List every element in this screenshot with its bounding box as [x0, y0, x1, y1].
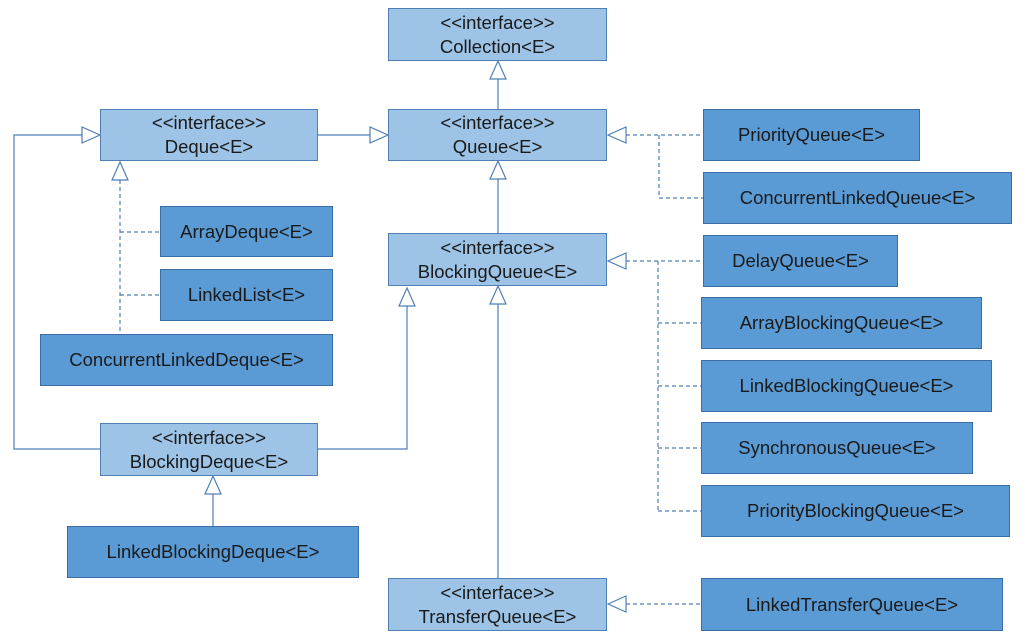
- concurrentlinkeddeque-label: ConcurrentLinkedDeque<E>: [69, 349, 304, 370]
- deque-interface-box[interactable]: <<interface>> Deque<E>: [100, 109, 318, 161]
- linkedblockingdeque-class-box[interactable]: LinkedBlockingDeque<E>: [67, 526, 359, 578]
- blockingqueue-name: BlockingQueue<E>: [417, 260, 578, 282]
- arrayblockingqueue-label: ArrayBlockingQueue<E>: [739, 312, 944, 333]
- blockingdeque-extends-blockingqueue: [318, 306, 408, 450]
- arrowhead-blockingqueue-left: [398, 286, 416, 307]
- priorityqueue-class-box[interactable]: PriorityQueue<E>: [703, 109, 920, 161]
- transferqueue-name: TransferQueue<E>: [418, 605, 577, 627]
- concurrentlinkeddeque-class-box[interactable]: ConcurrentLinkedDeque<E>: [40, 334, 333, 386]
- linkedblockingqueue-label: LinkedBlockingQueue<E>: [739, 375, 954, 396]
- linkedlist-label: LinkedList<E>: [187, 284, 306, 305]
- blockingdeque-extends-deque: [13, 134, 100, 450]
- priorityblockingqueue-label: PriorityBlockingQueue<E>: [747, 500, 964, 521]
- deque-name: Deque<E>: [164, 136, 254, 157]
- deque-stereotype: <<interface>>: [151, 112, 267, 133]
- linkedblockingdeque-label: LinkedBlockingDeque<E>: [106, 541, 320, 562]
- queue-stereotype: <<interface>>: [440, 112, 555, 133]
- concurrentlinkedqueue-class-box[interactable]: ConcurrentLinkedQueue<E>: [703, 172, 1012, 224]
- arrowhead-collection: [489, 59, 507, 80]
- queue-name: Queue<E>: [452, 136, 543, 157]
- arrowhead-blockingqueue-right: [606, 252, 627, 270]
- arraydeque-label: ArrayDeque<E>: [180, 220, 313, 242]
- linkedblockingqueue-class-box[interactable]: LinkedBlockingQueue<E>: [701, 360, 992, 412]
- arrowhead-blockingdeque: [204, 474, 222, 495]
- blockingdeque-stereotype: <<interface>>: [151, 426, 267, 448]
- arrowhead-deque-bottom: [111, 160, 129, 181]
- arraydeque-class-box[interactable]: ArrayDeque<E>: [160, 206, 333, 257]
- concurrentlinkedqueue-link: [658, 135, 703, 199]
- priorityblockingqueue-class-box[interactable]: PriorityBlockingQueue<E>: [701, 485, 1010, 537]
- synchronousqueue-label: SynchronousQueue<E>: [738, 437, 936, 458]
- arrowhead-queue-right: [606, 126, 627, 144]
- transferqueue-stereotype: <<interface>>: [440, 581, 555, 603]
- synchronousqueue-class-box[interactable]: SynchronousQueue<E>: [701, 422, 973, 474]
- blockingqueue-interface-box[interactable]: <<interface>> BlockingQueue<E>: [388, 233, 607, 286]
- arrowhead-blockingqueue-bottom: [489, 284, 507, 305]
- arrowhead-queue-bottom: [489, 159, 507, 180]
- arrowhead-deque-left: [81, 126, 102, 144]
- delayqueue-class-box[interactable]: DelayQueue<E>: [703, 235, 898, 287]
- concurrentlinkedqueue-label: ConcurrentLinkedQueue<E>: [739, 187, 976, 208]
- collection-stereotype: <<interface>>: [440, 11, 555, 33]
- arrayblockingqueue-class-box[interactable]: ArrayBlockingQueue<E>: [701, 297, 982, 349]
- delayqueue-label: DelayQueue<E>: [732, 250, 869, 271]
- transferqueue-interface-box[interactable]: <<interface>> TransferQueue<E>: [388, 578, 607, 631]
- linkedlist-class-box[interactable]: LinkedList<E>: [160, 269, 333, 321]
- collection-interface-box[interactable]: <<interface>> Collection<E>: [388, 8, 607, 61]
- linkedtransferqueue-label: LinkedTransferQueue<E>: [745, 593, 959, 615]
- arrowhead-queue-left: [369, 126, 390, 144]
- priorityqueue-label: PriorityQueue<E>: [737, 124, 886, 145]
- queue-interface-box[interactable]: <<interface>> Queue<E>: [388, 109, 607, 161]
- linkedtransferqueue-class-box[interactable]: LinkedTransferQueue<E>: [701, 578, 1003, 631]
- blockingdeque-name: BlockingDeque<E>: [129, 450, 289, 472]
- arrowhead-transferqueue-right: [606, 595, 627, 613]
- blockingdeque-interface-box[interactable]: <<interface>> BlockingDeque<E>: [100, 423, 318, 476]
- collection-name: Collection<E>: [439, 35, 556, 57]
- blockingqueue-stereotype: <<interface>>: [440, 236, 555, 258]
